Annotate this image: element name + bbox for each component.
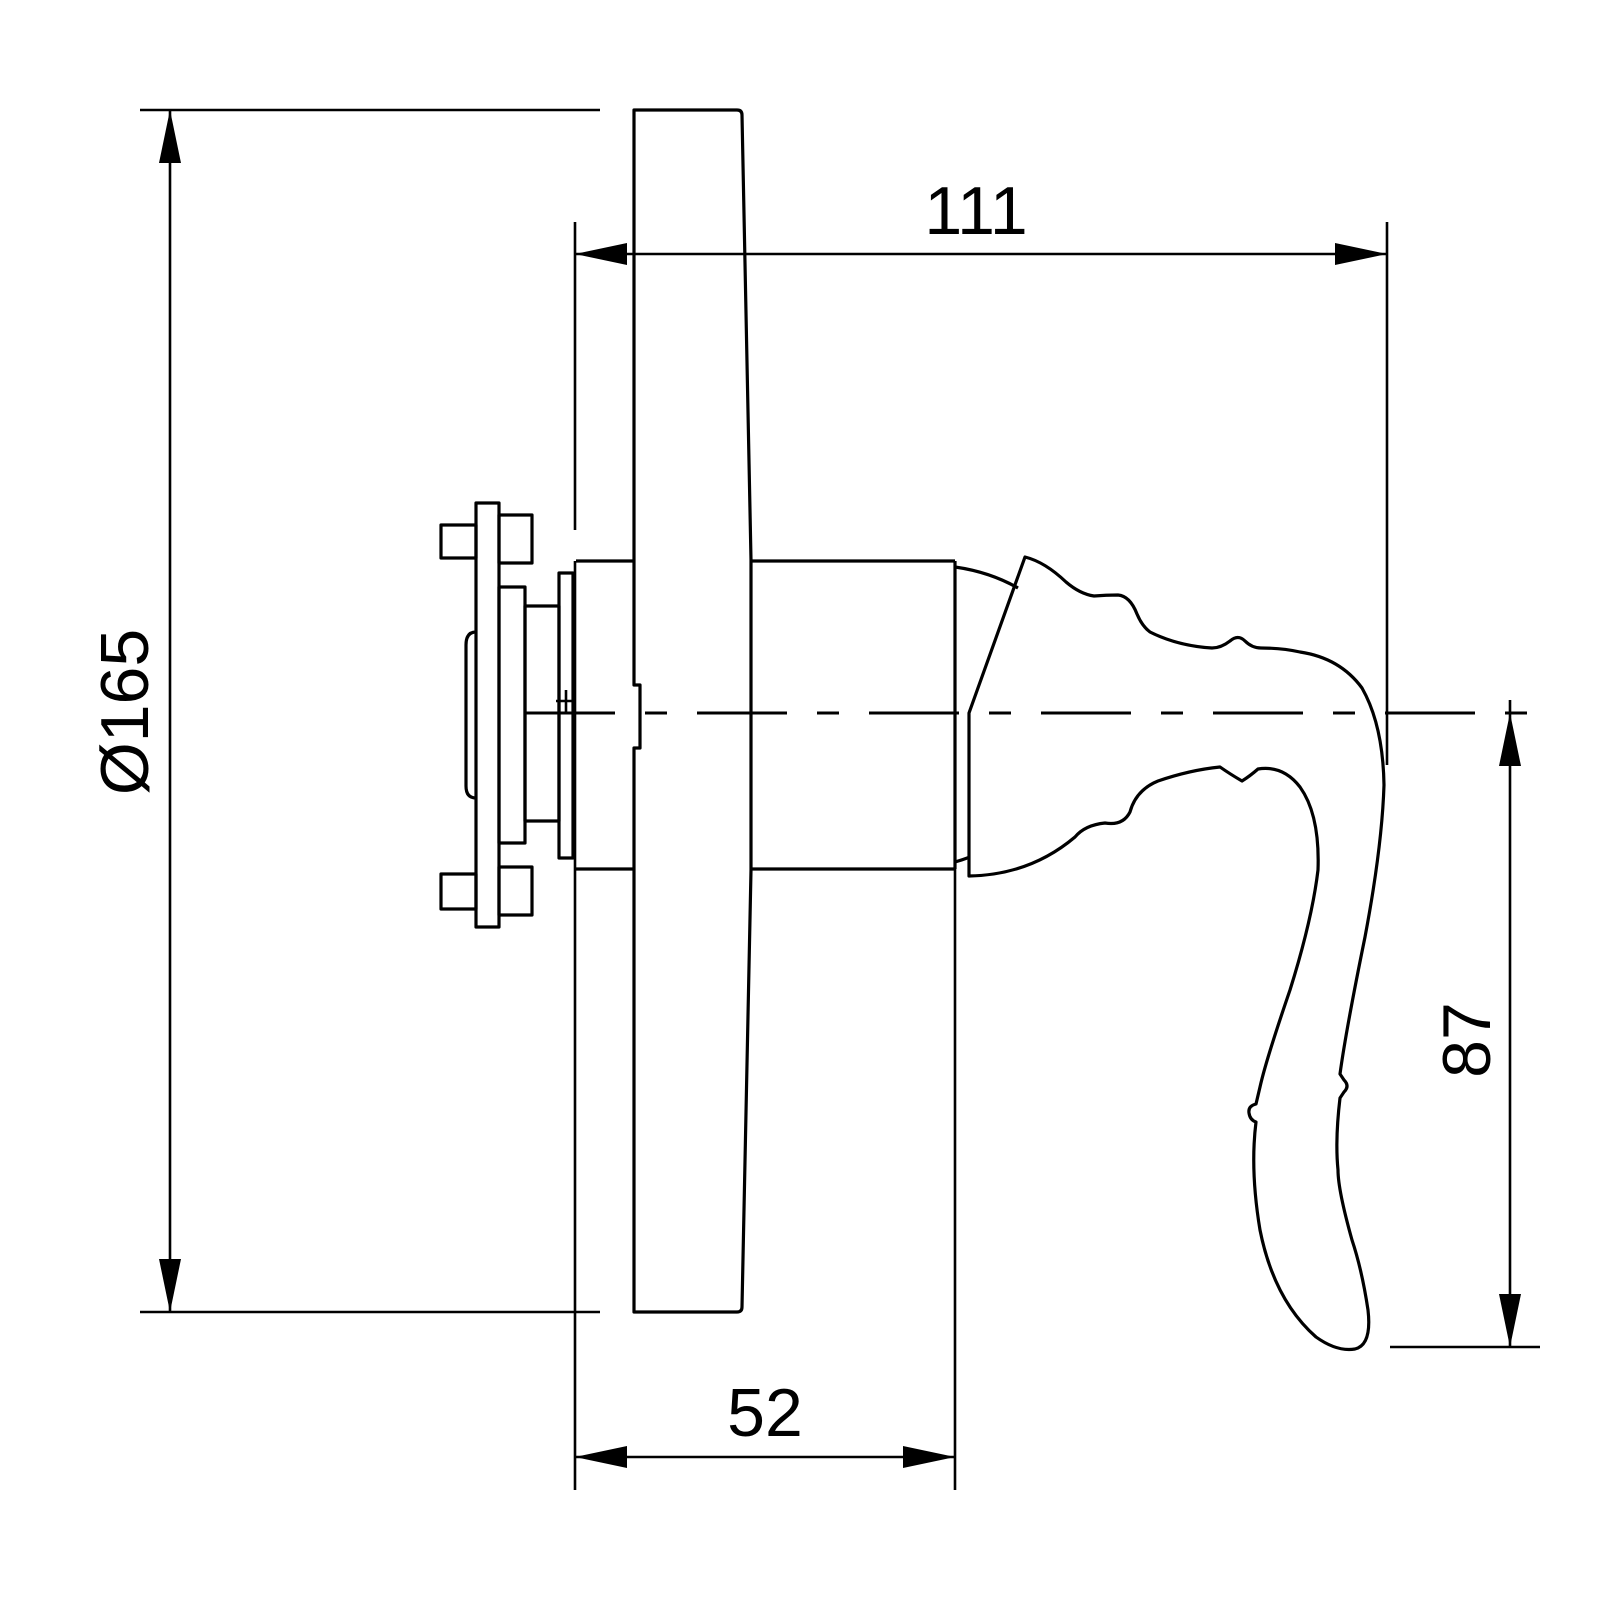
dimension-projection: 111 xyxy=(575,173,1387,265)
dimension-label-handle-drop: 87 xyxy=(1429,1002,1505,1078)
arrow-right xyxy=(1335,243,1387,265)
screw-head-top-left xyxy=(439,523,478,560)
screw-head-bottom-left xyxy=(439,872,478,911)
arrow-down xyxy=(1499,1294,1521,1347)
screw-head-bottom-right xyxy=(497,865,534,917)
lever-handle xyxy=(954,555,1386,1352)
dimension-handle-drop: 87 xyxy=(1429,713,1521,1347)
arrow-up xyxy=(1499,713,1521,766)
extension-lines xyxy=(140,108,1540,1490)
arrow-left xyxy=(575,243,627,265)
screw-head-top-right xyxy=(497,513,534,565)
arrow-down xyxy=(159,1259,181,1312)
dimension-label-depth: 52 xyxy=(727,1375,803,1451)
neck xyxy=(576,559,957,871)
rosette xyxy=(632,108,753,1314)
dimension-label-diameter: Ø165 xyxy=(87,629,163,795)
dimension-depth: 52 xyxy=(575,1375,955,1468)
arrow-left xyxy=(575,1446,627,1468)
back-fixing-plate xyxy=(439,501,576,929)
arrow-right xyxy=(903,1446,955,1468)
dimension-diameter: Ø165 xyxy=(87,110,181,1312)
dimension-label-projection: 111 xyxy=(924,173,1027,249)
arrow-up xyxy=(159,110,181,163)
